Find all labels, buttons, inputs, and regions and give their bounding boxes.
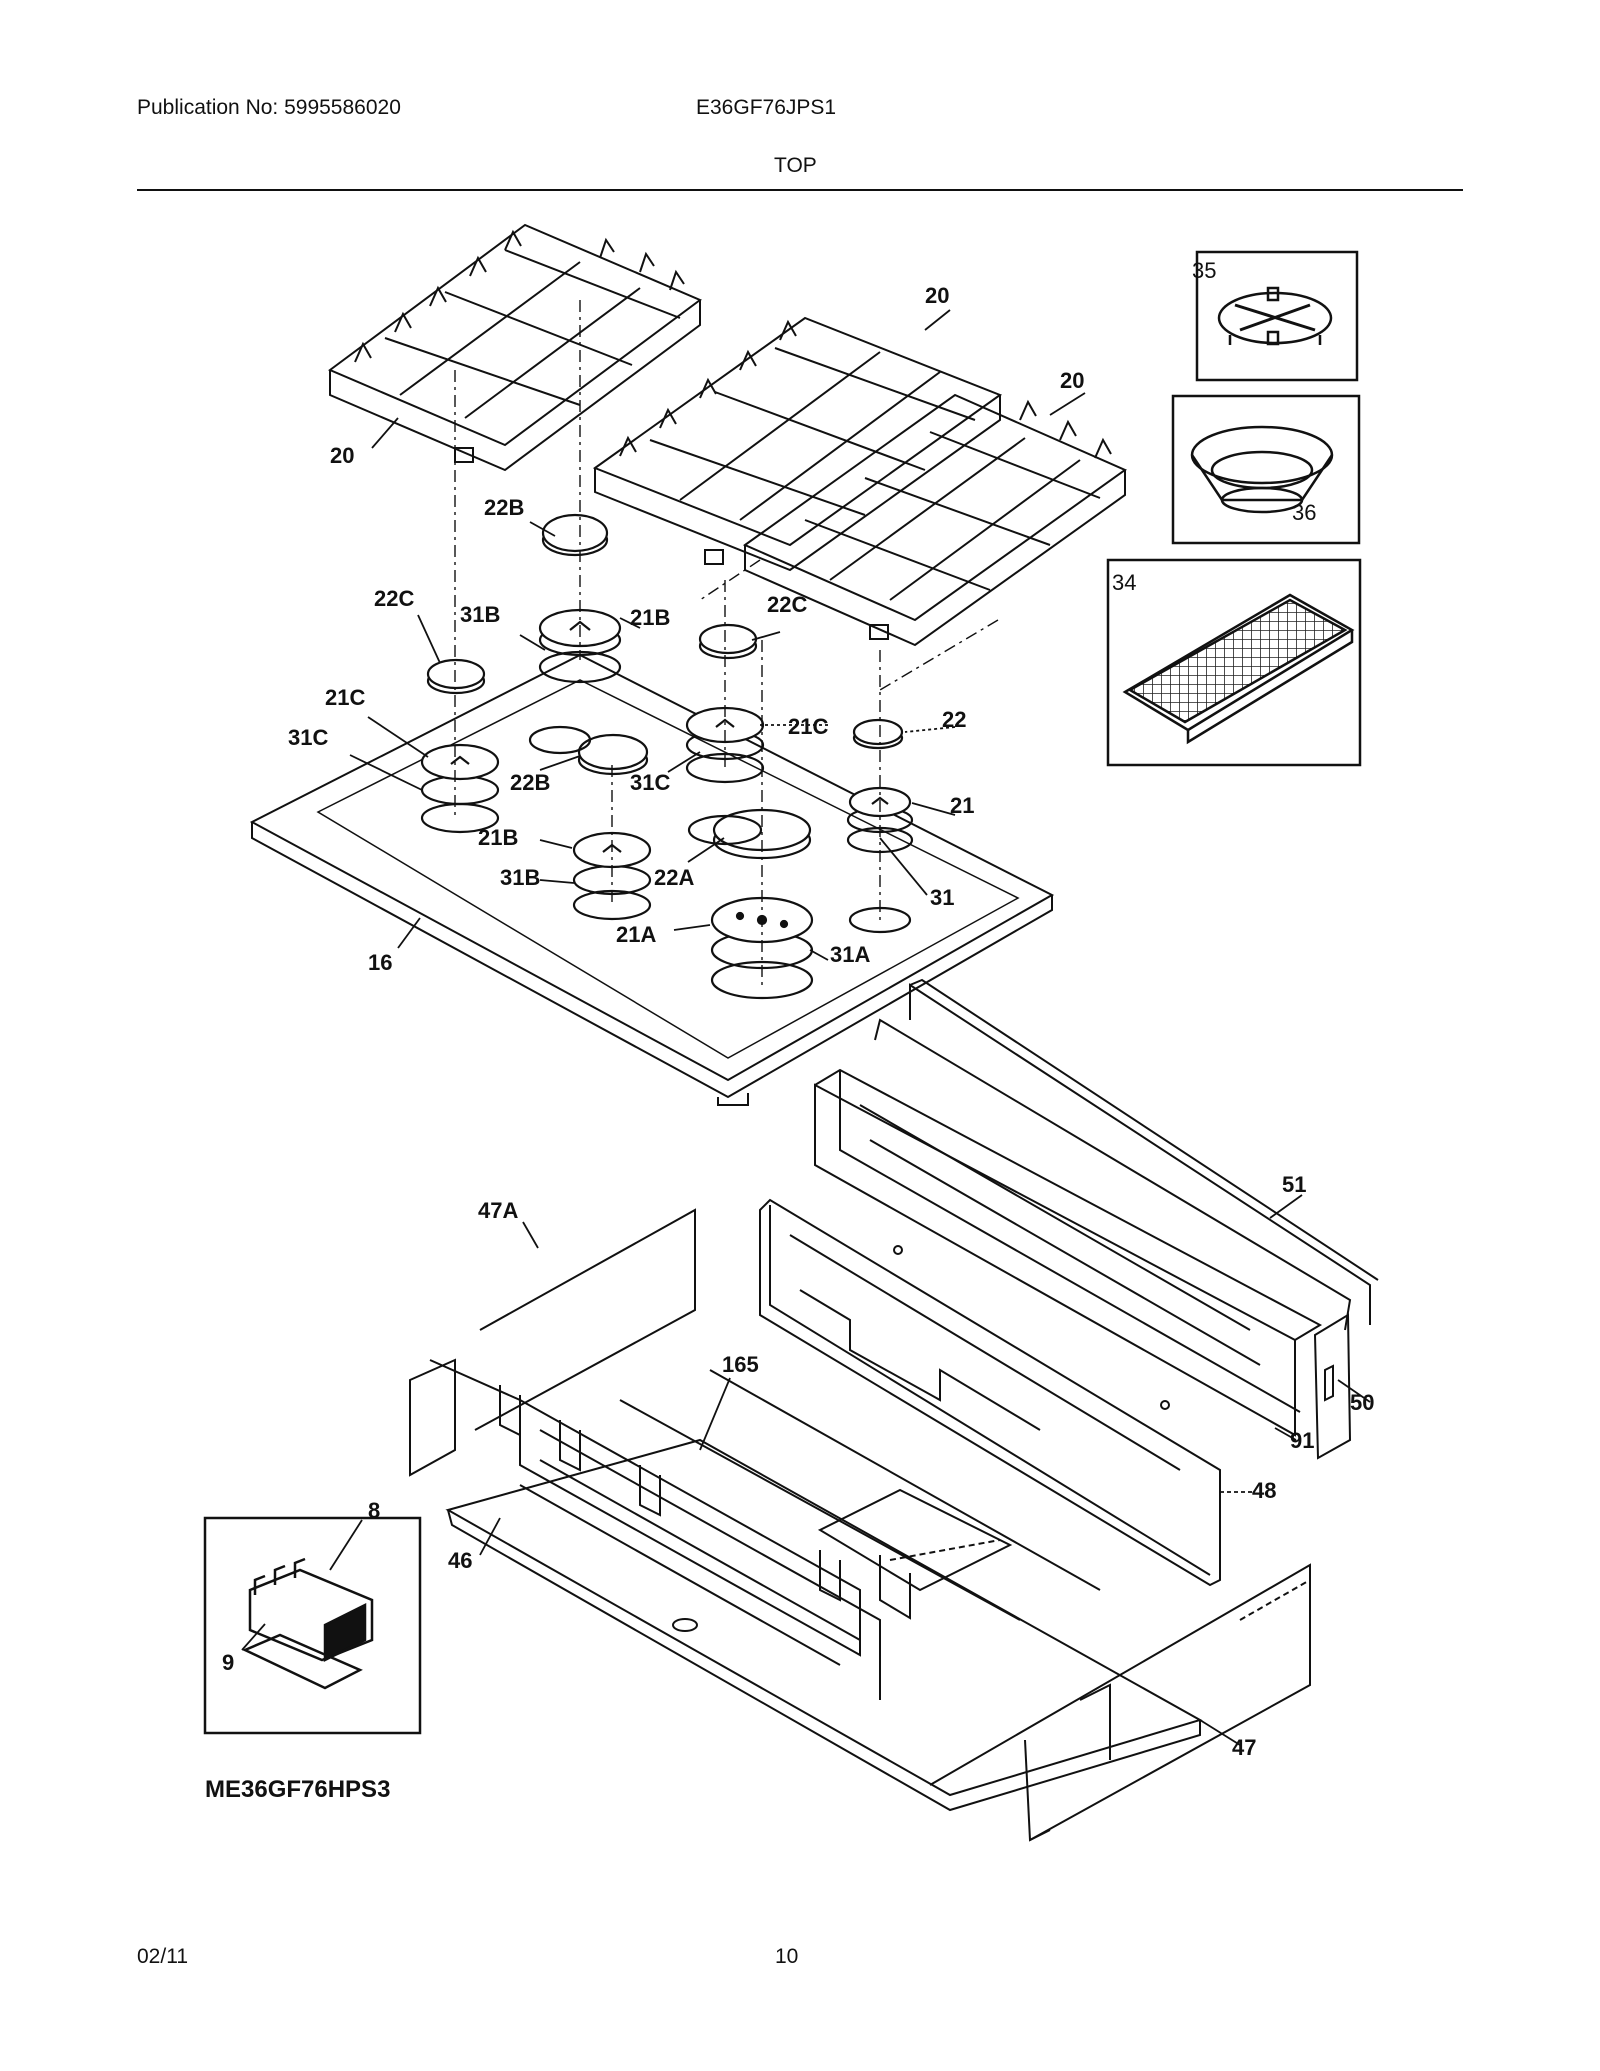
label-22b-mid: 22B [510, 770, 550, 795]
footer-date: 02/11 [137, 1945, 188, 1968]
label-20-center: 20 [925, 283, 949, 308]
diagram-model-note: ME36GF76HPS3 [205, 1776, 391, 1803]
rear-panel [759, 1198, 1221, 1587]
page-number: 10 [775, 1945, 799, 1968]
switch-box [203, 1516, 422, 1735]
label-21b-low: 21B [478, 825, 518, 850]
grate-right [742, 393, 1128, 647]
alignment-lines [454, 300, 999, 985]
label-21: 21 [950, 793, 974, 818]
label-48: 48 [1252, 1478, 1276, 1503]
label-51: 51 [1282, 1172, 1306, 1197]
side-panel-right [929, 1563, 1311, 1842]
model-number: E36GF76JPS1 [696, 96, 837, 119]
label-20-left: 20 [330, 443, 354, 468]
label-21c-right: 21C [788, 714, 828, 739]
label-165: 165 [722, 1352, 759, 1377]
label-20-right: 20 [1060, 368, 1084, 393]
label-31b-low: 31B [500, 865, 540, 890]
label-31c-left: 31C [288, 725, 328, 750]
label-34: 34 [1112, 570, 1136, 595]
label-21c-left: 21C [325, 685, 365, 710]
grate-left [328, 223, 702, 472]
label-31c-mid: 31C [630, 770, 670, 795]
label-31a: 31A [830, 942, 870, 967]
label-47: 47 [1232, 1735, 1256, 1760]
label-22c-right: 22C [767, 592, 807, 617]
leader-lines [241, 309, 1371, 1746]
back-panels [814, 978, 1379, 1460]
header-rule [137, 189, 1463, 191]
label-21a: 21A [616, 922, 656, 947]
cooktop [249, 653, 1055, 1106]
label-8: 8 [368, 1498, 380, 1523]
section-title: TOP [774, 154, 817, 177]
griddle-box [1106, 558, 1362, 767]
label-22c-left: 22C [374, 586, 414, 611]
label-31b-top: 31B [460, 602, 500, 627]
label-22: 22 [942, 707, 966, 732]
ring-box [1171, 394, 1361, 545]
chassis [445, 1369, 1203, 1812]
label-36: 36 [1292, 500, 1316, 525]
label-35: 35 [1192, 258, 1216, 283]
burner-parts [420, 513, 914, 1000]
label-46: 46 [448, 1548, 472, 1573]
label-16: 16 [368, 950, 392, 975]
label-22a: 22A [654, 865, 694, 890]
wok-support-box [1195, 250, 1359, 382]
grate-center [592, 316, 1003, 572]
label-31: 31 [930, 885, 954, 910]
label-47a: 47A [478, 1198, 518, 1223]
label-91: 91 [1290, 1428, 1314, 1453]
label-21b-top: 21B [630, 605, 670, 630]
label-9: 9 [222, 1650, 234, 1675]
label-50: 50 [1350, 1390, 1374, 1415]
publication-number: Publication No: 5995586020 [137, 96, 401, 119]
label-22b-top: 22B [484, 495, 524, 520]
side-panel-left [409, 1208, 911, 1657]
